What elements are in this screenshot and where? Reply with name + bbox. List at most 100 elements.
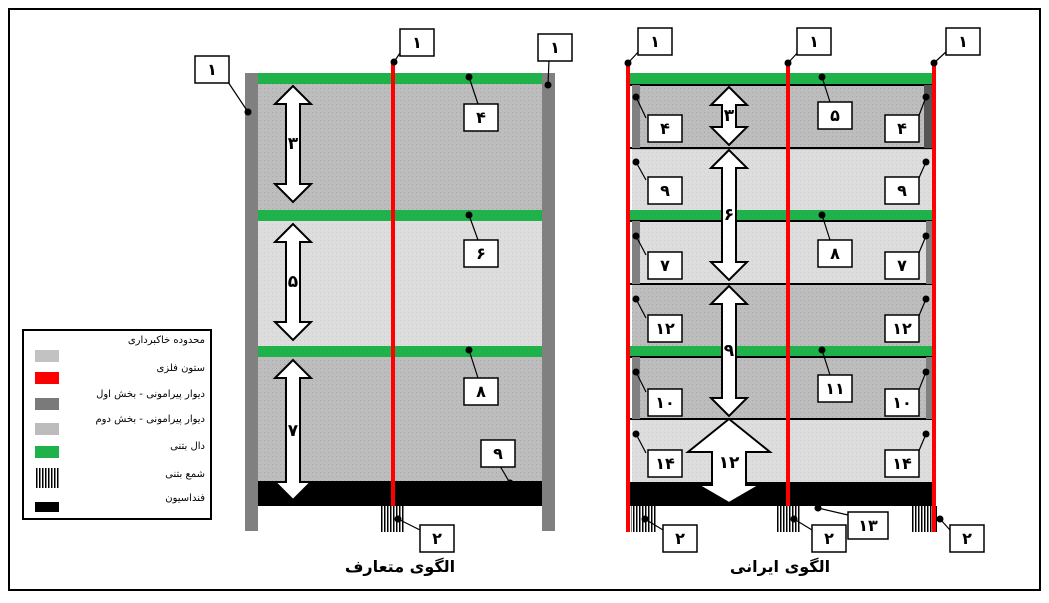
svg-text:فنداسیون: فنداسیون [165,493,205,504]
height-arrow-2 [272,222,314,342]
svg-text:١٢: ١٢ [655,319,675,338]
callout-right-5: ۵ [817,101,853,130]
callout-right-1-right: ١ [945,27,981,56]
callout-right-7-l: ٧ [647,251,683,280]
callout-left-1-top: ١ [399,28,435,57]
legend-item-slab: دال بتنی [35,441,205,458]
callout-left-4: ۴ [463,103,499,132]
arrow-3-iranian [708,85,750,147]
slab-2 [628,210,934,220]
callout-right-2-right: ٢ [949,524,985,553]
callout-right-10-r: ١٠ [884,388,920,417]
arrow-9-iranian [708,284,750,418]
svg-text:١: ١ [650,32,660,51]
svg-text:٩: ٩ [660,181,670,200]
slab-top [258,73,542,84]
callout-right-2-center: ٢ [811,524,847,553]
callout-left-1-right: ١ [537,33,573,62]
column-left [626,62,630,532]
callout-left-6: ۶ [463,239,499,268]
svg-text:٨: ٨ [830,244,840,263]
arrow-label-right-12: ١٢ [719,453,740,473]
arrow-label-right-6: ۶ [724,205,734,225]
slab-1 [628,73,934,84]
svg-text:١١: ١١ [825,379,845,398]
svg-text:١٠: ١٠ [655,393,675,412]
callout-right-10-l: ١٠ [647,388,683,417]
arrow-label-3: ٣ [288,134,299,154]
svg-text:١٢: ١٢ [892,319,912,338]
callout-left-1-left: ١ [194,55,230,84]
svg-text:دیوار پیرامونی - بخش اول: دیوار پیرامونی - بخش اول [96,389,205,400]
svg-text:١۴: ١۴ [892,454,912,473]
callout-right-2-left: ٢ [662,524,698,553]
svg-text:٢: ٢ [824,529,834,548]
slab-middle [258,210,542,221]
callout-left-8: ٨ [463,377,499,406]
callout-left-2: ٢ [419,524,455,553]
legend-item-foundation: فنداسیون [35,493,205,512]
callout-right-13: ١٣ [847,511,889,540]
callout-left-9: ٩ [480,439,516,468]
svg-text:١: ١ [958,32,968,51]
arrow-label-7: ٧ [288,421,299,441]
callout-right-1-center: ١ [796,27,832,56]
slab-3 [628,346,934,356]
callout-right-12-r: ١٢ [884,314,920,343]
callout-right-4-r: ۴ [884,114,920,143]
arrow-label-right-3: ٣ [724,106,735,126]
legend-item-steel-column: ستون فلزی [35,363,205,384]
svg-text:دال بتنی: دال بتنی [170,441,205,452]
callouts: ١ ١ ١ ۴ ۶ ٨ ٩ ٢ ٣ ۵ [194,27,985,553]
svg-text:٧: ٧ [897,256,907,275]
callout-right-9-l: ٩ [647,176,683,205]
wall-left-p3 [632,221,640,284]
svg-text:١٠: ١٠ [892,393,912,412]
callout-right-9-r: ٩ [884,176,920,205]
svg-text:٨: ٨ [476,382,486,401]
height-arrow-3 [272,358,314,502]
column-center [786,62,790,506]
svg-text:۴: ۴ [897,119,907,138]
foundation-iranian [628,482,936,506]
svg-text:شمع بتنی: شمع بتنی [165,469,205,480]
callout-right-11: ١١ [817,374,853,403]
callout-right-12-l: ١٢ [647,314,683,343]
callout-right-14-r: ١۴ [884,449,920,478]
wall-right-p5 [926,357,934,419]
wall-left-p5 [632,357,640,419]
legend-item-wall-part1: دیوار پیرامونی - بخش اول [35,389,205,410]
svg-text:٢: ٢ [432,529,442,548]
svg-text:٧: ٧ [660,256,670,275]
svg-text:ستون فلزی: ستون فلزی [156,363,205,374]
legend-item-wall-part2: دیوار پیرامونی - بخش دوم [35,414,205,435]
caption-conventional: الگوی متعارف [345,557,455,576]
slab-bottom [258,346,542,357]
svg-text:۶: ۶ [476,244,486,263]
wall-left-p1 [632,85,640,148]
svg-text:١: ١ [412,33,422,52]
svg-text:١٣: ١٣ [858,516,878,535]
svg-text:۵: ۵ [830,106,840,125]
arrow-12-iranian [685,417,773,505]
callout-right-4-l: ۴ [647,114,683,143]
legend-item-pile: شمع بتنی [35,468,205,488]
arrow-6-iranian [708,148,750,282]
svg-text:٢: ٢ [675,529,685,548]
wall-left [245,73,258,531]
svg-text:٢: ٢ [962,529,972,548]
arrow-label-5: ۵ [288,272,298,292]
svg-text:محدوده خاکبرداری: محدوده خاکبرداری [128,335,205,346]
svg-text:۴: ۴ [476,108,486,127]
svg-text:١: ١ [207,60,217,79]
svg-text:١: ١ [550,38,560,57]
outer-frame [8,8,1041,591]
steel-column [391,62,395,506]
svg-text:٩: ٩ [493,444,503,463]
legend: محدوده خاکبرداری ستون فلزی دیوار پیرامون… [22,329,212,520]
arrow-label-right-9: ٩ [724,341,735,361]
svg-text:١: ١ [809,32,819,51]
svg-text:دیوار پیرامونی - بخش دوم: دیوار پیرامونی - بخش دوم [95,414,205,425]
